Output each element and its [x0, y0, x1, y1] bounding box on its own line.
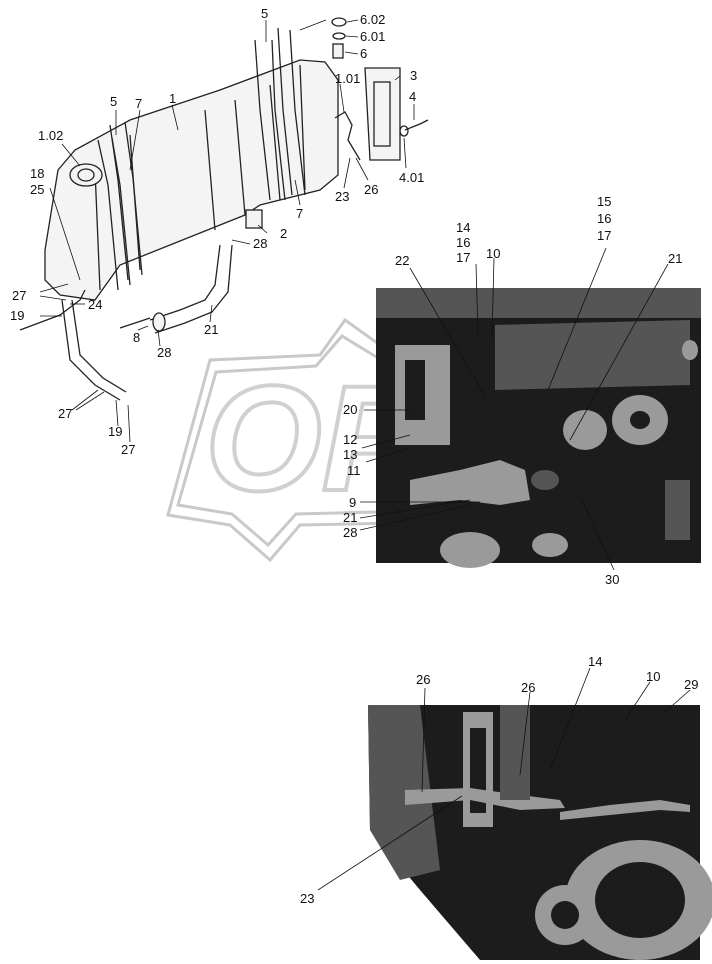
callout-10-p2: 10	[646, 669, 660, 684]
callout-21-top: 21	[204, 322, 218, 337]
callout-28-top: 28	[253, 236, 267, 251]
callout-18: 18	[30, 166, 44, 181]
callout-2: 2	[280, 226, 287, 241]
callout-26-p2a: 26	[416, 672, 430, 687]
callout-28-p1: 28	[343, 525, 357, 540]
callout-9: 9	[349, 495, 356, 510]
callout-5-a: 5	[261, 6, 268, 21]
callout-6-02: 6.02	[360, 12, 385, 27]
engine-photo-2	[368, 705, 712, 960]
callout-23-p2: 23	[300, 891, 314, 906]
callout-4-01: 4.01	[399, 170, 424, 185]
callout-1-01: 1.01	[335, 71, 360, 86]
callout-6: 6	[360, 46, 367, 61]
callout-20: 20	[343, 402, 357, 417]
callout-5-b: 5	[110, 94, 117, 109]
callout-12: 12	[343, 432, 357, 447]
callout-17-p1: 17	[456, 250, 470, 265]
callout-26-top: 26	[364, 182, 378, 197]
callout-19-a: 19	[10, 308, 24, 323]
callouts-photo-2: 26 26 14 10 29 23	[300, 654, 698, 906]
callout-29: 29	[684, 677, 698, 692]
callout-7-left: 7	[135, 96, 142, 111]
callout-27-a: 27	[12, 288, 26, 303]
callout-17-p1b: 17	[597, 228, 611, 243]
callout-3: 3	[410, 68, 417, 83]
callouts-photo-1: 14 16 17 10 15 16 17 22 21 20 12 13 11 9…	[343, 194, 682, 587]
callout-4: 4	[409, 89, 416, 104]
callout-7-right: 7	[296, 206, 303, 221]
callout-23-top: 23	[335, 189, 349, 204]
callout-14-p2: 14	[588, 654, 602, 669]
callout-27-b: 27	[58, 406, 72, 421]
callout-26-p2b: 26	[521, 680, 535, 695]
callout-27-c: 27	[121, 442, 135, 457]
callout-30: 30	[605, 572, 619, 587]
callout-1-02: 1.02	[38, 128, 63, 143]
callouts-top: 5 6.02 6.01 6 3 1.01 4 4.01 26 23 7 5 7 …	[10, 6, 424, 457]
callout-16-p1: 16	[456, 235, 470, 250]
callout-21-p1b: 21	[343, 510, 357, 525]
callout-16-p1b: 16	[597, 211, 611, 226]
callout-10-p1: 10	[486, 246, 500, 261]
callout-6-01: 6.01	[360, 29, 385, 44]
callout-15: 15	[597, 194, 611, 209]
callout-19-b: 19	[108, 424, 122, 439]
callout-21-p1: 21	[668, 251, 682, 266]
callout-13: 13	[343, 447, 357, 462]
callout-28-mid: 28	[157, 345, 171, 360]
callout-22: 22	[395, 253, 409, 268]
engine-photo-1	[376, 288, 701, 568]
callout-1: 1	[169, 91, 176, 106]
callout-25: 25	[30, 182, 44, 197]
leader-lines	[39, 19, 691, 891]
callout-24: 24	[88, 297, 102, 312]
callout-14-p1: 14	[456, 220, 470, 235]
expansion-tank-drawing	[19, 17, 429, 401]
callout-8: 8	[133, 330, 140, 345]
callout-11: 11	[347, 463, 361, 478]
